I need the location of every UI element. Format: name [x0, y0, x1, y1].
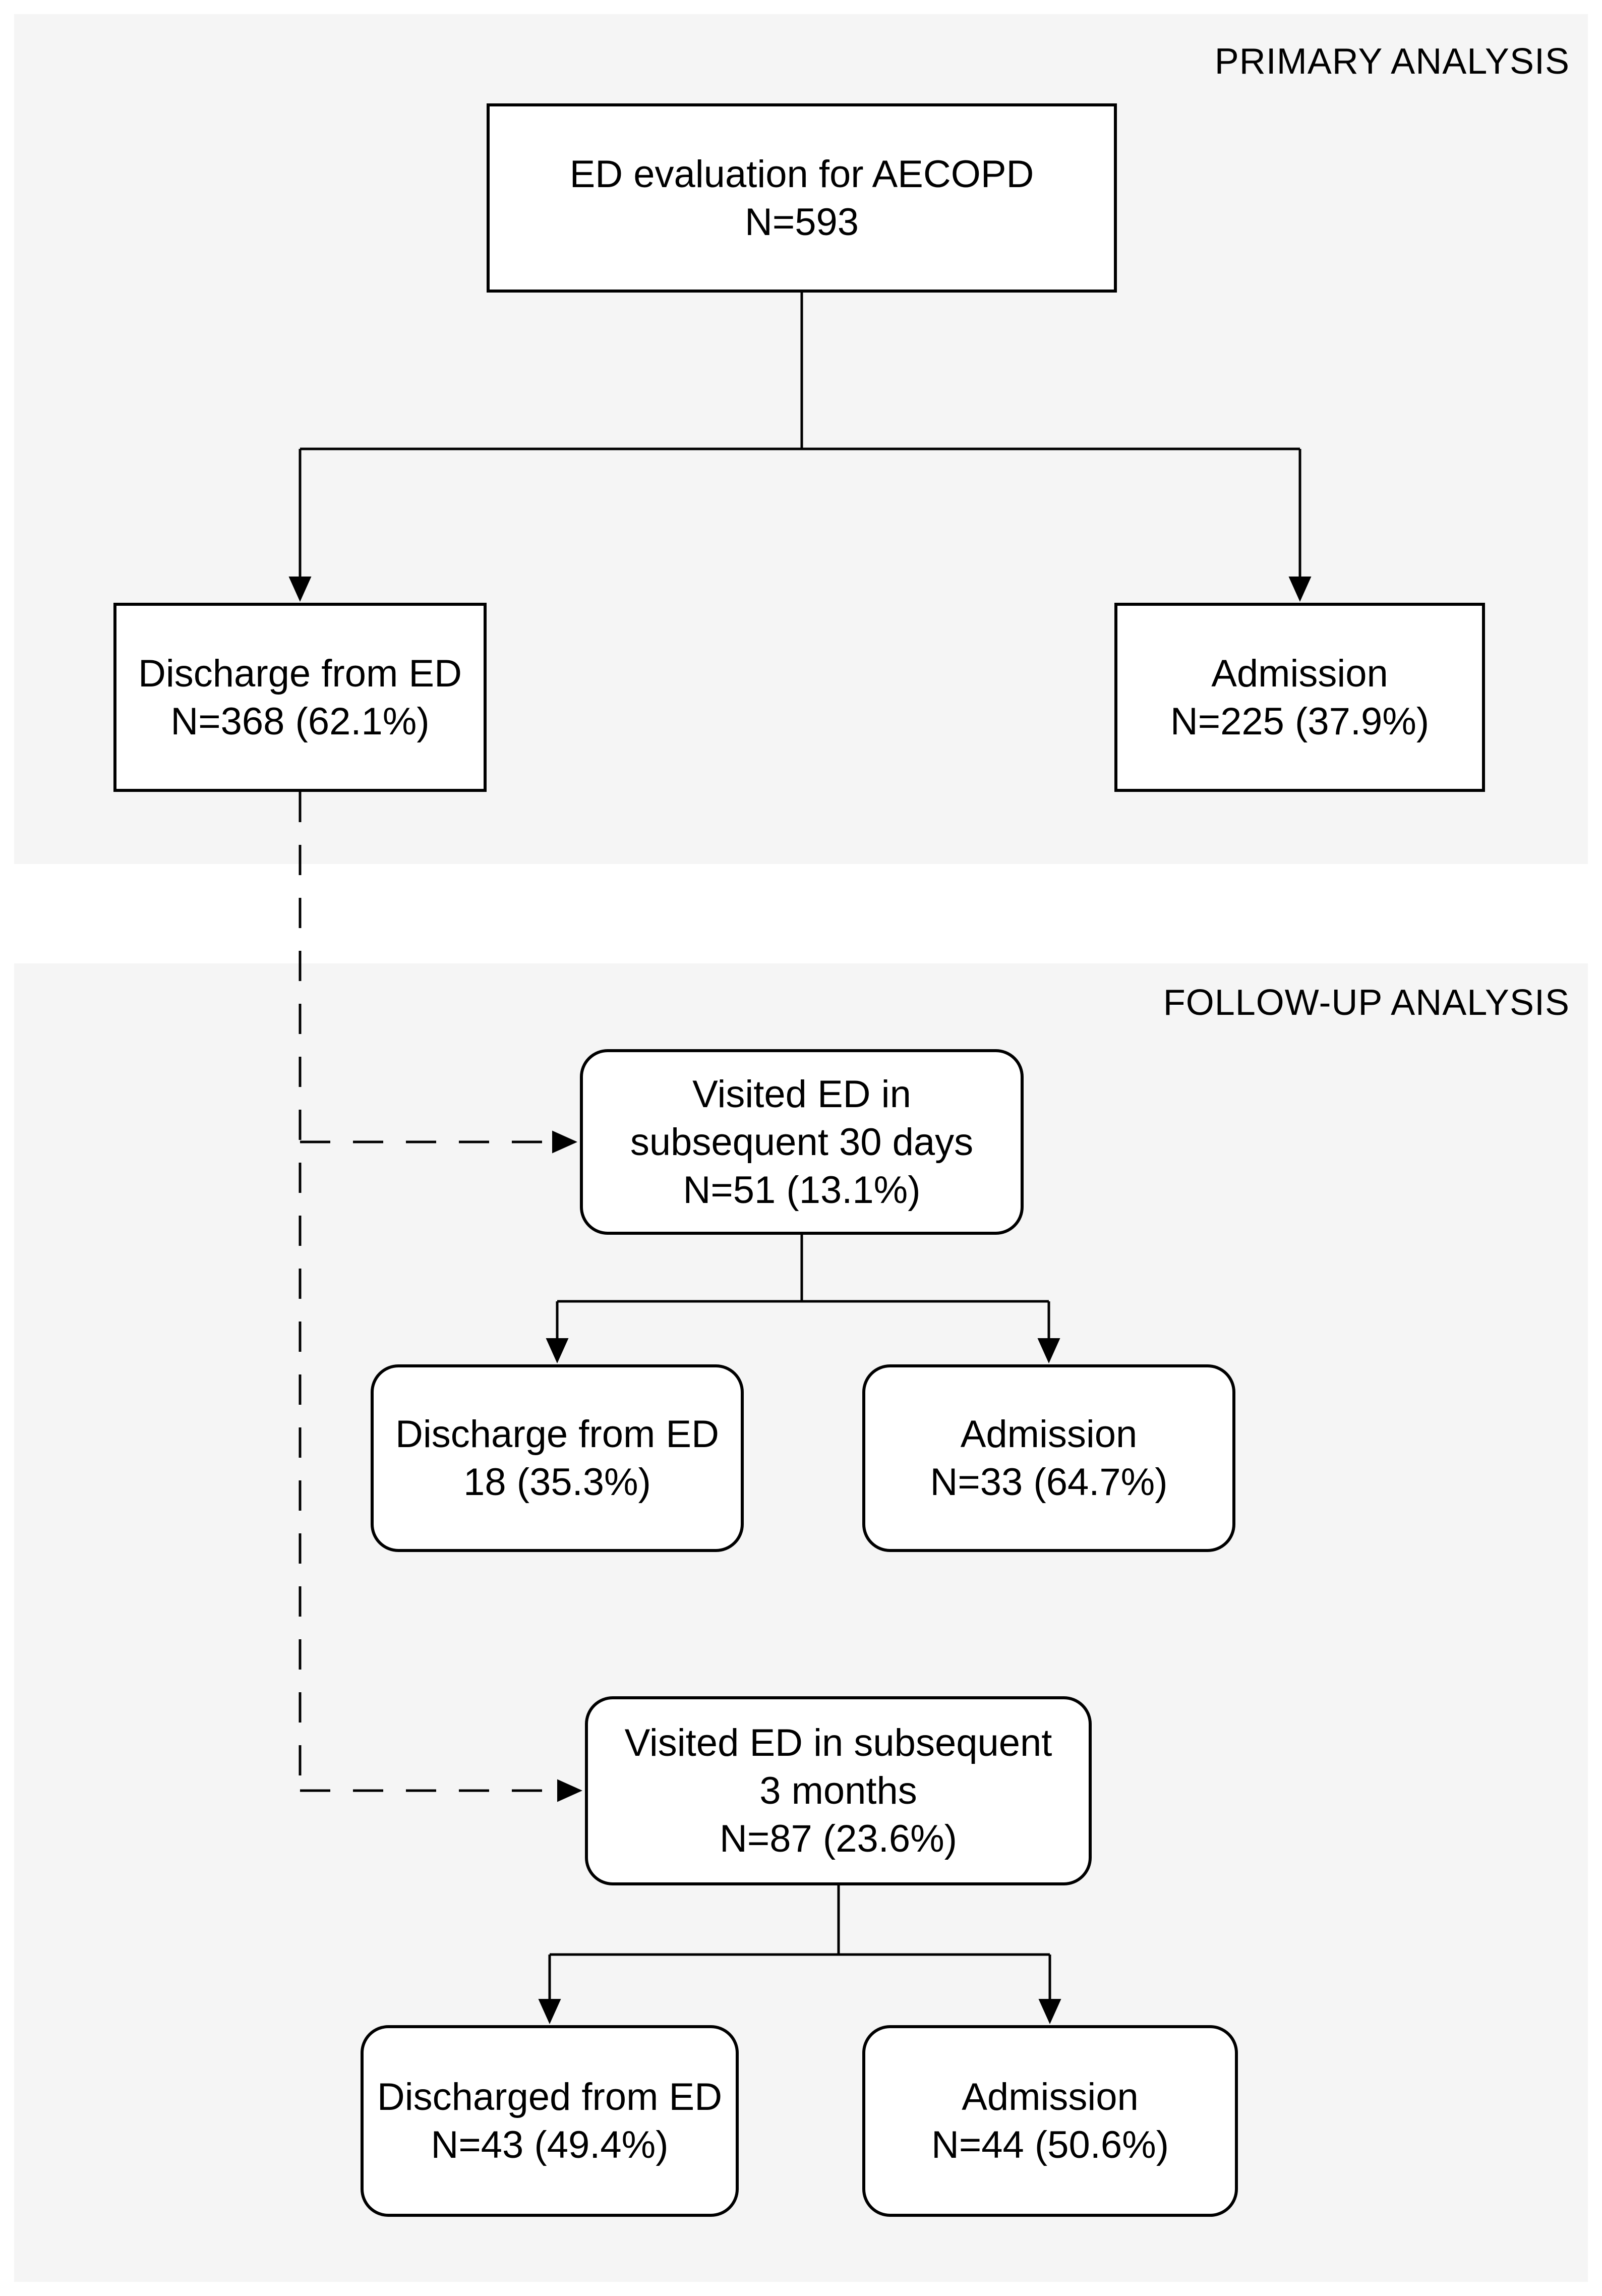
node-title: Admission [962, 2076, 1139, 2118]
node-count: N=51 (13.1%) [683, 1168, 921, 1212]
node-discharge-from-ed-30-days: Discharge from ED 18 (35.3%) [371, 1364, 744, 1552]
node-title: Admission [960, 1413, 1138, 1456]
node-count: N=225 (37.9%) [1170, 700, 1430, 743]
node-count: 18 (35.3%) [463, 1461, 651, 1504]
node-count: N=368 (62.1%) [170, 700, 430, 743]
node-title: subsequent 30 days [630, 1120, 974, 1164]
followup-analysis-label: FOLLOW-UP ANALYSIS [1163, 983, 1570, 1023]
node-count: N=87 (23.6%) [719, 1817, 958, 1860]
node-count: N=43 (49.4%) [431, 2123, 669, 2166]
node-discharge-from-ed-primary: Discharge from ED N=368 (62.1%) [113, 603, 487, 792]
node-count: N=44 (50.6%) [931, 2123, 1169, 2166]
node-visited-ed-3-months: Visited ED in subsequent 3 months N=87 (… [585, 1696, 1092, 1885]
node-title: Discharge from ED [395, 1413, 719, 1456]
node-count: N=33 (64.7%) [930, 1461, 1168, 1504]
node-discharged-from-ed-3-months: Discharged from ED N=43 (49.4%) [361, 2025, 739, 2217]
primary-analysis-label: PRIMARY ANALYSIS [1214, 41, 1570, 82]
node-title: ED evaluation for AECOPD [569, 152, 1034, 196]
node-title: Visited ED in [692, 1072, 911, 1116]
node-title: Discharge from ED [138, 652, 462, 695]
node-admission-primary: Admission N=225 (37.9%) [1114, 603, 1485, 792]
node-admission-30-days: Admission N=33 (64.7%) [862, 1364, 1235, 1552]
node-ed-evaluation: ED evaluation for AECOPD N=593 [487, 103, 1117, 293]
node-count: N=593 [744, 200, 859, 244]
node-title: 3 months [759, 1769, 917, 1812]
node-title: Visited ED in subsequent [624, 1721, 1052, 1764]
node-visited-ed-30-days: Visited ED in subsequent 30 days N=51 (1… [580, 1049, 1024, 1235]
node-title: Discharged from ED [377, 2076, 723, 2118]
node-admission-3-months: Admission N=44 (50.6%) [862, 2025, 1238, 2217]
node-title: Admission [1211, 652, 1388, 695]
